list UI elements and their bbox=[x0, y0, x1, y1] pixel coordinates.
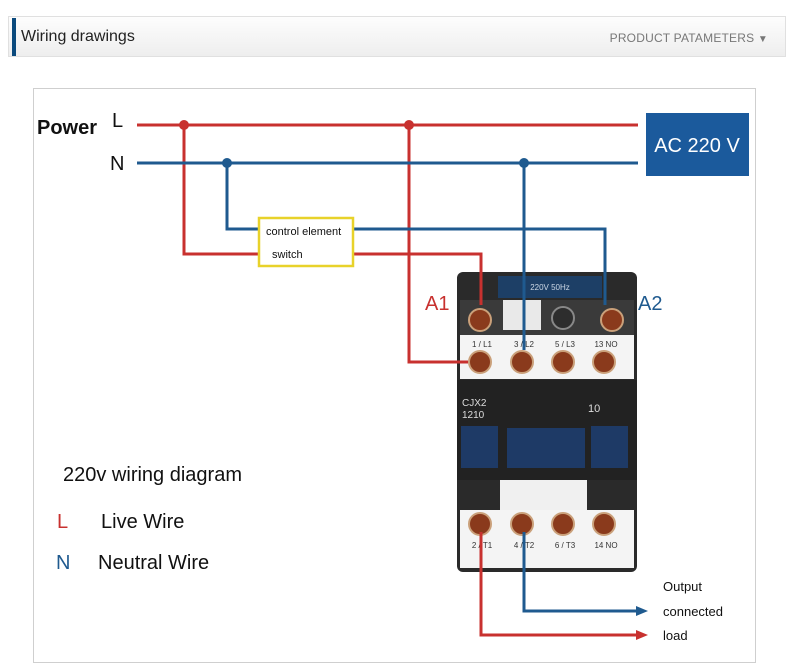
output-label-line3: load bbox=[663, 628, 688, 643]
terminal-screw-14no bbox=[592, 512, 616, 536]
terminal-label-14no: 14 NO bbox=[594, 541, 617, 550]
coil-a1-label: A1 bbox=[425, 293, 449, 315]
terminal-screw-l3 bbox=[551, 350, 575, 374]
line-l-label: L bbox=[112, 110, 123, 132]
model-label: CJX2 bbox=[462, 398, 487, 409]
terminal-label-t3: 6 / T3 bbox=[555, 541, 576, 550]
terminal-screw-t1 bbox=[468, 512, 492, 536]
ac-supply-label: AC 220 V bbox=[654, 135, 740, 157]
terminal-screw-l1 bbox=[468, 350, 492, 374]
live-wires bbox=[137, 123, 638, 637]
coil-rating-text: 220V 50Hz bbox=[530, 283, 570, 292]
live-to-l1 bbox=[407, 125, 468, 364]
terminal-screw-a2 bbox=[600, 308, 624, 332]
header-accent-bar bbox=[12, 18, 16, 56]
live-output-arrow bbox=[636, 630, 648, 640]
terminal-screw-center bbox=[551, 306, 575, 330]
top-window bbox=[503, 300, 541, 330]
contact-code-label: 10 bbox=[588, 403, 600, 415]
control-element-label: control element bbox=[266, 226, 341, 238]
ac-supply-box bbox=[646, 113, 749, 176]
neutral-wires bbox=[137, 161, 638, 613]
product-parameters-link[interactable]: PRODUCT PATAMETERS ▼ bbox=[610, 31, 768, 45]
output-label-line2: connected bbox=[663, 604, 723, 619]
legend-live-label: Live Wire bbox=[101, 511, 184, 533]
terminal-label-l3: 5 / L3 bbox=[555, 340, 576, 349]
terminal-screw-a1 bbox=[468, 308, 492, 332]
live-junction-2 bbox=[404, 120, 414, 130]
terminal-label-l1: 1 / L1 bbox=[472, 340, 493, 349]
legend-neutral-symbol: N bbox=[56, 552, 70, 574]
power-label: Power bbox=[37, 117, 97, 139]
legend-title: 220v wiring diagram bbox=[63, 464, 242, 486]
terminal-screw-t3 bbox=[551, 512, 575, 536]
terminal-screw-t2 bbox=[510, 512, 534, 536]
switch-to-a1 bbox=[353, 252, 483, 305]
section-header bbox=[8, 16, 786, 57]
control-to-a2 bbox=[353, 227, 607, 305]
neutral-junction-2 bbox=[519, 158, 529, 168]
neutral-to-control bbox=[225, 163, 259, 231]
neutral-junction-1 bbox=[222, 158, 232, 168]
legend-live-symbol: L bbox=[57, 511, 68, 533]
diagram-panel bbox=[33, 88, 756, 663]
switch-label: switch bbox=[272, 249, 303, 261]
control-switch-box bbox=[257, 216, 355, 268]
product-parameters-label: PRODUCT PATAMETERS bbox=[609, 31, 755, 45]
terminal-screw-l2 bbox=[510, 350, 534, 374]
legend-neutral-label: Neutral Wire bbox=[98, 552, 209, 574]
line-n-label: N bbox=[110, 153, 124, 175]
live-to-switch bbox=[182, 125, 259, 256]
front-slide bbox=[500, 480, 587, 512]
neutral-output-arrow bbox=[636, 606, 648, 616]
indicator-left bbox=[461, 426, 498, 468]
triangle-down-icon: ▼ bbox=[757, 34, 768, 45]
indicator-center bbox=[507, 428, 585, 468]
t2-to-load bbox=[522, 532, 638, 613]
model-number-label: 1210 bbox=[462, 410, 485, 421]
t1-to-load bbox=[479, 532, 638, 637]
live-junction-1 bbox=[179, 120, 189, 130]
section-title: Wiring drawings bbox=[21, 28, 135, 45]
terminal-label-13no: 13 NO bbox=[594, 340, 617, 349]
terminal-screw-13no bbox=[592, 350, 616, 374]
indicator-right bbox=[591, 426, 628, 468]
output-label-line1: Output bbox=[663, 579, 702, 594]
contactor: 220V 50Hz 1 / L1 3 / L2 5 / L3 13 NO CJX… bbox=[457, 272, 637, 572]
coil-a2-label: A2 bbox=[638, 293, 662, 315]
